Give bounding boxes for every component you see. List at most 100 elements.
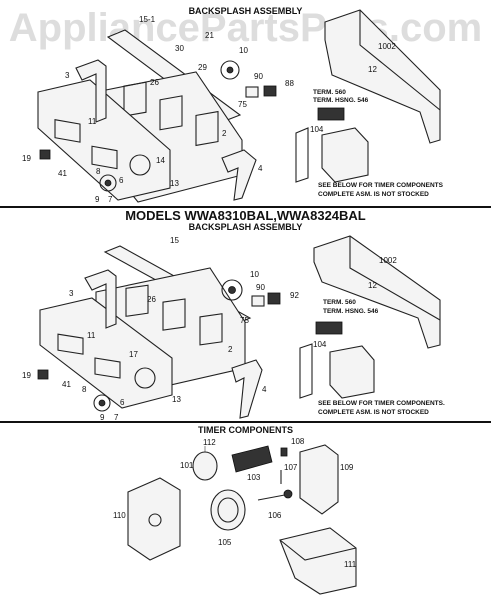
label-13: 13 xyxy=(170,179,179,188)
part-105-cam-inner xyxy=(217,497,239,523)
knob-19 xyxy=(39,149,51,160)
timer-label-111: 111 xyxy=(344,560,357,569)
mid-timer-assembly xyxy=(329,345,375,399)
mid-label-1002: 1002 xyxy=(379,256,397,265)
mid-label-17: 17 xyxy=(129,350,138,359)
mid-left-end-cap xyxy=(84,269,117,329)
top-heading: BACKSPLASH ASSEMBLY xyxy=(188,6,303,16)
part-110-frame xyxy=(127,477,181,561)
mid-terminal-block xyxy=(315,321,343,335)
timer-bracket xyxy=(295,127,309,183)
label-4: 4 xyxy=(258,164,263,173)
mid-label-92: 92 xyxy=(290,291,299,300)
mid-right-end-cap xyxy=(231,359,263,419)
part-109-bracket xyxy=(299,444,339,515)
left-end-cap xyxy=(75,59,107,123)
part-105-cam xyxy=(210,489,246,531)
mid-front-window-1 xyxy=(57,333,84,355)
label-19: 19 xyxy=(22,154,31,163)
mid-note-2: COMPLETE ASM. IS NOT STOCKED xyxy=(318,409,429,416)
label-104: 104 xyxy=(310,125,324,134)
mid-panel-opening-2 xyxy=(162,298,186,331)
mid-note-1: SEE BELOW FOR TIMER COMPONENTS. xyxy=(318,400,445,407)
timer-label-109: 109 xyxy=(340,463,354,472)
top-note-2: COMPLETE ASM. IS NOT STOCKED xyxy=(318,191,429,198)
timer-assembly xyxy=(321,127,369,183)
mid-timer-bracket xyxy=(299,343,313,399)
panel-opening-3 xyxy=(195,110,219,147)
mid-switch-10-hub xyxy=(228,286,236,294)
mid-part-92 xyxy=(267,292,281,305)
label-21: 21 xyxy=(205,31,214,40)
middle-labels: 15 10 1002 26 90 92 3 12 75 11 104 17 2 … xyxy=(22,236,445,422)
part-101-motor xyxy=(192,451,218,481)
timer-label-112: 112 xyxy=(203,438,216,447)
mid-term-1: TERM. 560 xyxy=(323,299,356,306)
mid-label-10: 10 xyxy=(250,270,259,279)
mid-part-90 xyxy=(251,295,265,307)
label-9: 9 xyxy=(95,195,100,204)
mid-front-dial-ring xyxy=(134,367,156,389)
timer-label-101: 101 xyxy=(180,461,194,470)
mid-label-8: 8 xyxy=(82,385,87,394)
part-103-contacts xyxy=(231,445,273,473)
rear-cover-edge xyxy=(359,10,441,111)
label-12: 12 xyxy=(368,65,377,74)
mid-knob-19 xyxy=(37,369,49,380)
knob-6-center xyxy=(104,179,112,187)
mid-front-window-2 xyxy=(94,357,121,379)
section-divider-top xyxy=(0,206,491,208)
label-75: 75 xyxy=(238,100,247,109)
label-2: 2 xyxy=(222,129,227,138)
label-3: 3 xyxy=(65,71,70,80)
label-26: 26 xyxy=(150,78,159,87)
top-term-2: TERM. HSNG. 546 xyxy=(313,97,369,104)
mid-knob-6 xyxy=(93,394,111,412)
mid-label-104: 104 xyxy=(313,340,327,349)
timer-components-group xyxy=(127,444,357,595)
timer-labels: 112 108 101 103 107 109 110 106 105 111 xyxy=(113,437,357,569)
label-30: 30 xyxy=(175,44,184,53)
part-111-cover-edge xyxy=(279,539,357,561)
label-15-1: 15-1 xyxy=(139,15,156,24)
label-7: 7 xyxy=(108,195,113,204)
mid-label-75: 75 xyxy=(240,316,249,325)
watermark: AppliancePartsPros.com xyxy=(8,6,483,50)
mid-term-2: TERM. HSNG. 546 xyxy=(323,308,379,315)
label-90: 90 xyxy=(254,72,263,81)
timer-heading: TIMER COMPONENTS xyxy=(197,425,293,435)
section-divider-bottom xyxy=(0,421,491,423)
mid-label-90: 90 xyxy=(256,283,265,292)
middle-heading: BACKSPLASH ASSEMBLY xyxy=(188,222,303,232)
timer-label-110: 110 xyxy=(113,511,126,520)
mid-label-11: 11 xyxy=(87,331,96,340)
label-41: 41 xyxy=(58,169,67,178)
timer-label-106: 106 xyxy=(268,511,282,520)
front-dial-ring xyxy=(129,154,151,176)
part-108-clip xyxy=(280,447,288,457)
label-11: 11 xyxy=(88,117,97,126)
label-14: 14 xyxy=(156,156,165,165)
part-90 xyxy=(245,86,259,98)
switch-10 xyxy=(220,60,240,80)
label-10: 10 xyxy=(239,46,248,55)
rear-cover xyxy=(324,9,441,144)
mid-switch-10 xyxy=(221,279,243,301)
front-window-1 xyxy=(54,119,81,143)
mid-rear-cover xyxy=(313,235,441,349)
panel-opening-1 xyxy=(123,81,147,117)
timer-label-105: 105 xyxy=(218,538,232,547)
mid-label-7: 7 xyxy=(114,413,119,422)
front-window-2 xyxy=(91,145,118,170)
mid-panel-opening-3 xyxy=(199,313,223,346)
mid-label-12: 12 xyxy=(368,281,377,290)
label-8: 8 xyxy=(96,167,101,176)
mid-label-3: 3 xyxy=(69,289,74,298)
timer-label-107: 107 xyxy=(284,463,298,472)
mid-panel-opening-1 xyxy=(125,284,149,317)
label-6: 6 xyxy=(119,176,124,185)
right-end-cap xyxy=(221,149,257,201)
middle-backsplash-group xyxy=(37,235,441,419)
timer-label-108: 108 xyxy=(291,437,305,446)
